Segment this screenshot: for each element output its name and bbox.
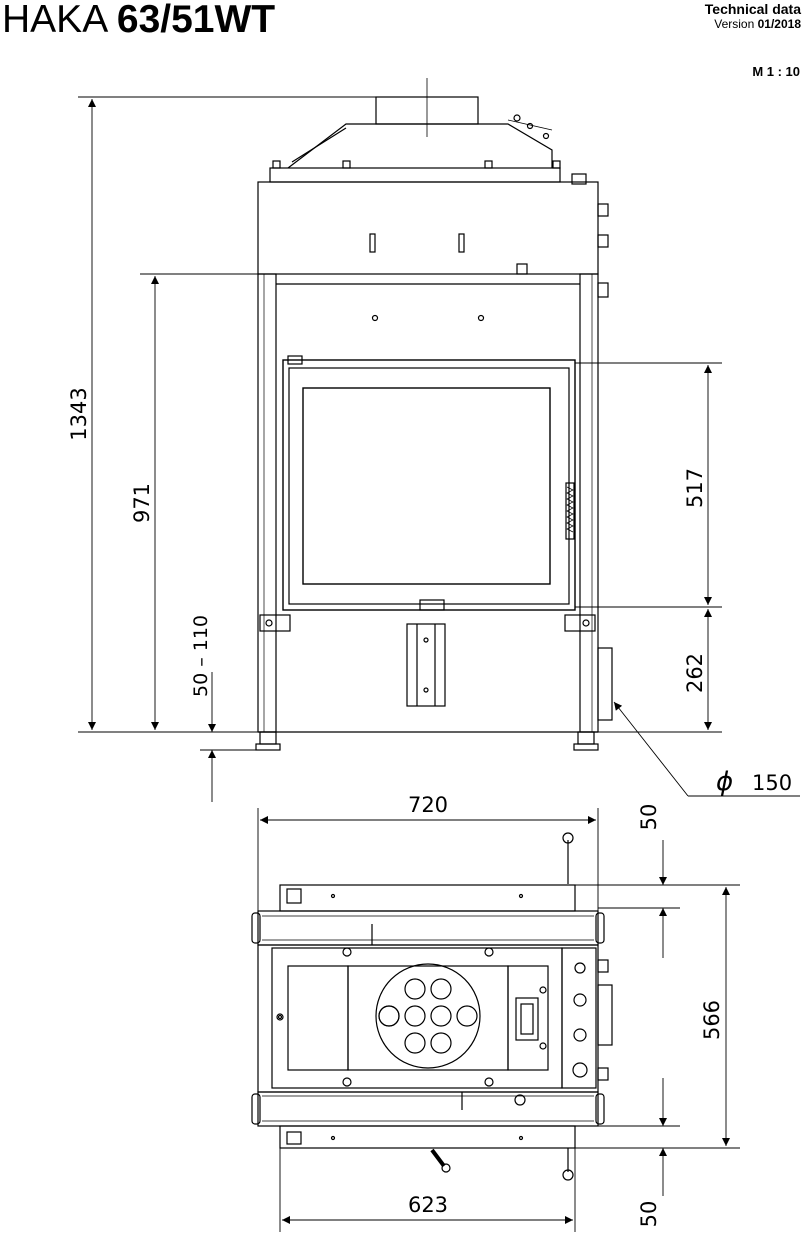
dim-lower-height: 262 xyxy=(683,653,707,693)
product-title: HAKA 63/51WT xyxy=(2,0,275,44)
dim-total-height: 1343 xyxy=(67,387,91,440)
dim-foot-adjust: 50 – 110 xyxy=(190,615,212,697)
version-line: Version 01/2018 xyxy=(705,17,801,32)
dim-flue-diameter: 150 xyxy=(752,771,792,795)
doc-title: Technical data xyxy=(704,1,801,17)
dim-depth: 566 xyxy=(700,1000,724,1040)
dim-height-to-door: 971 xyxy=(130,483,154,523)
dim-total-width: 720 xyxy=(408,793,448,817)
front-view xyxy=(255,78,613,751)
version-label: Version xyxy=(714,17,755,31)
dim-inner-width: 623 xyxy=(408,1193,448,1217)
dim-rear-offset: 50 xyxy=(637,804,661,831)
model-prefix: HAKA xyxy=(2,0,107,41)
top-dimensions xyxy=(257,808,740,1232)
front-dimensions xyxy=(78,96,800,802)
dim-glass-height: 517 xyxy=(683,468,707,508)
flue-diameter-symbol: ϕ xyxy=(716,767,733,797)
document-info: Technical data Version 01/2018 xyxy=(705,2,801,32)
model-name: 63/51WT xyxy=(116,0,276,41)
version-value: 01/2018 xyxy=(757,17,801,31)
drawing-scale: M 1 : 10 xyxy=(752,64,800,79)
dim-front-offset: 50 xyxy=(637,1201,661,1228)
top-view xyxy=(251,832,613,1181)
